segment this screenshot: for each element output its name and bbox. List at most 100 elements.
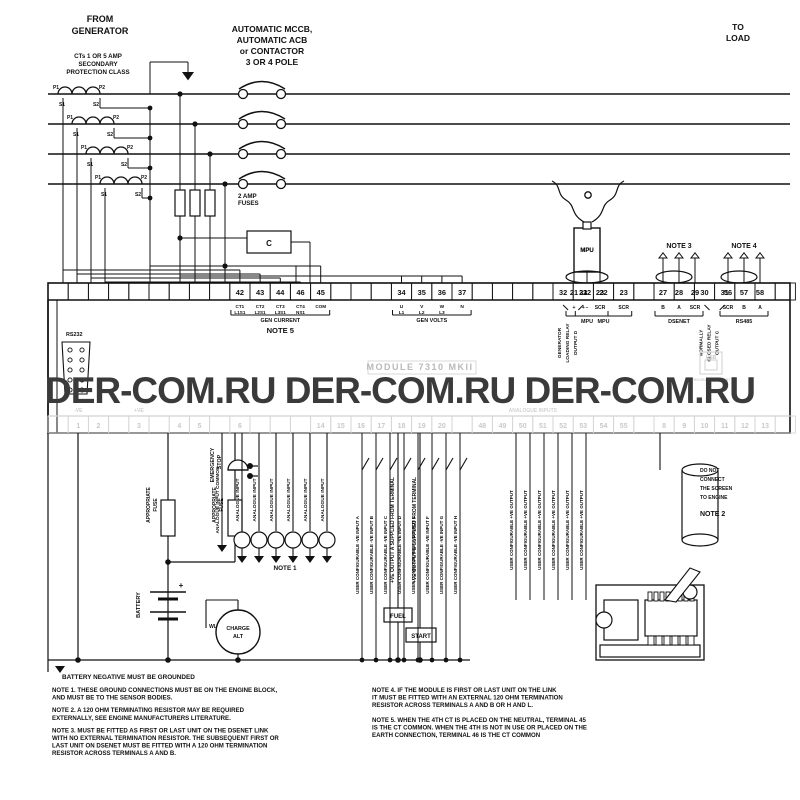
screen-warning-1: DO NOT: [700, 468, 719, 474]
module-name-label: MODULE 7310 MKII: [366, 362, 473, 372]
gen-volts-pin-1: V: [420, 304, 424, 310]
ct-s1-label-2: S1: [73, 132, 79, 138]
bottom-terminal-16: 16: [357, 423, 365, 430]
ct-s1-label-3: S1: [87, 162, 93, 168]
mpu-group-pin-2: SCR: [595, 305, 606, 311]
gen-current-pin-3: CT4: [296, 304, 305, 309]
breaker-pole-3: [237, 148, 287, 160]
ct-s2-label-2: S2: [107, 132, 113, 138]
bottom-terminal-6: 6: [238, 423, 242, 430]
rs485-stub-arrow-2: [738, 251, 750, 259]
current-transformer-4: [99, 176, 143, 185]
gen-current-subpin-0: L1S1: [234, 310, 245, 315]
rs232-pin-a-1: [67, 357, 73, 363]
ct-winding: [85, 146, 129, 155]
engine-illustration: [595, 463, 719, 661]
mpu-cap: [582, 221, 592, 230]
rs232-label: RS232: [66, 332, 82, 338]
output-c-label-2: OUTPUT C: [715, 330, 721, 355]
ground-triangle: [322, 556, 332, 563]
ct-winding: [71, 116, 115, 125]
gen-current-pin-0: CT1: [236, 304, 245, 309]
ve-input-switch-2: [389, 457, 398, 471]
rs485-group-number-1: 57: [740, 288, 748, 297]
ve-input-ground-dot-2: [387, 657, 393, 663]
arrow-tri: [738, 251, 750, 259]
arrow-tri: [722, 251, 734, 259]
dsenet-stub-arrow-3: [689, 251, 701, 259]
rs232-pin-b-4: [79, 387, 85, 393]
mpu-body: [573, 227, 601, 273]
estop-label-2: STOP: [217, 454, 223, 469]
current-transformer-1: [57, 86, 101, 95]
ve-input-label-6: USER CONFIGURABLE -VE INPUT G: [439, 515, 444, 594]
ct-winding: [57, 86, 101, 95]
estop-mushroom: [227, 459, 249, 471]
breaker-arc-4[interactable]: [238, 170, 286, 180]
ve-input-label-1: USER CONFIGURABLE -VE INPUT B: [369, 515, 374, 594]
ct-p1-label-3: P1: [81, 145, 87, 151]
battery-symbol: [150, 591, 186, 621]
current-transformer-2: [71, 116, 115, 125]
ve-input-switch-7: [459, 457, 468, 471]
bottom-terminal-9: 9: [682, 423, 686, 430]
breaker-contact-left-1: [237, 88, 249, 100]
mpu-terminals-pin-1: –: [602, 305, 605, 311]
ve-input-ground-dot-7: [457, 657, 463, 663]
gen-current-number-4: 45: [317, 288, 325, 297]
mpu-terminals-number-0: 21: [579, 288, 587, 297]
analogue-inputs-group: [221, 433, 336, 556]
rs232-pin-a-4: [67, 387, 73, 393]
breaker-arc-1[interactable]: [238, 80, 286, 90]
ve-output-label-5: USER CONFIGURABLE +VE OUTPUT: [579, 490, 584, 570]
module-name-frame: [367, 360, 477, 375]
battery-fuse-body: [160, 499, 176, 537]
ve-input-label-2: USER CONFIGURABLE -VE INPUT C: [383, 515, 388, 594]
bottom-terminal-14: 14: [317, 423, 325, 430]
bottom-terminal-49: 49: [499, 423, 507, 430]
breaker-contact-left-4: [237, 178, 249, 190]
bottom-terminal-11: 11: [721, 423, 729, 430]
ct-p2-label-1: P2: [99, 85, 105, 91]
output-c-number-1: 31: [721, 288, 729, 297]
emergency-stop-switch: [227, 459, 258, 479]
arrow-tri: [689, 251, 701, 259]
note-left-2-2: LAST UNIT ON DSENET MUST BE FITTED WITH …: [52, 743, 267, 750]
ground-triangle: [182, 72, 194, 81]
gen-current-pin-1: CT2: [256, 304, 265, 309]
mpu-group-pin-0: +: [573, 305, 576, 311]
note-left-0-0: NOTE 1. THESE GROUND CONNECTIONS MUST BE…: [52, 687, 277, 694]
mpu-target-tooth: [584, 191, 592, 199]
ct-p1-label-2: P1: [67, 115, 73, 121]
ct-earth-ground: [182, 72, 194, 81]
bottom-terminal-54: 54: [600, 423, 608, 430]
ground-triangle: [288, 556, 298, 563]
rs485-group-pin-2: A: [758, 305, 762, 311]
engine-air-cleaner-upper: [681, 533, 719, 547]
dsenet-group-number-0: 27: [659, 288, 667, 297]
gen-current-pin-2: CT3: [276, 304, 285, 309]
screen-warning-4: TO ENGINE: [700, 495, 728, 501]
mpu-terminals-number-1: 22: [599, 288, 607, 297]
estop-label-1: EMERGENCY: [210, 447, 216, 482]
analogue-group-label: ANALOGUE INPUTS: [509, 408, 558, 414]
engine-sump-1: [655, 635, 663, 646]
controller-module: [47, 265, 796, 434]
engine-cylinder-0: [647, 591, 653, 602]
bottom-terminal-10: 10: [701, 423, 709, 430]
rs232-pin-b-1: [79, 357, 85, 363]
rs485-group-number-2: 58: [756, 288, 764, 297]
arrow-tri: [657, 251, 669, 259]
ve-input-label-5: USER CONFIGURABLE -VE INPUT F: [425, 516, 430, 594]
ve-output-label-4: USER CONFIGURABLE +VE OUTPUT: [565, 490, 570, 570]
breaker-arc-3[interactable]: [238, 140, 286, 150]
ground-bus-dot-1: [165, 657, 171, 663]
breaker-arc-2[interactable]: [238, 110, 286, 120]
note-left-1-1: EXTERNALLY, SEE ENGINE MANUFACTURERS LIT…: [52, 715, 231, 722]
analogue-sensor-4: [284, 531, 302, 549]
gen-current-note-label: NOTE 5: [267, 326, 295, 335]
ground-bus-dot-3: [395, 657, 401, 663]
voltage-fuse-1: [174, 189, 186, 217]
dsenet-stub-note-label: NOTE 3: [666, 243, 691, 250]
ve-inputs-group: [359, 433, 468, 663]
